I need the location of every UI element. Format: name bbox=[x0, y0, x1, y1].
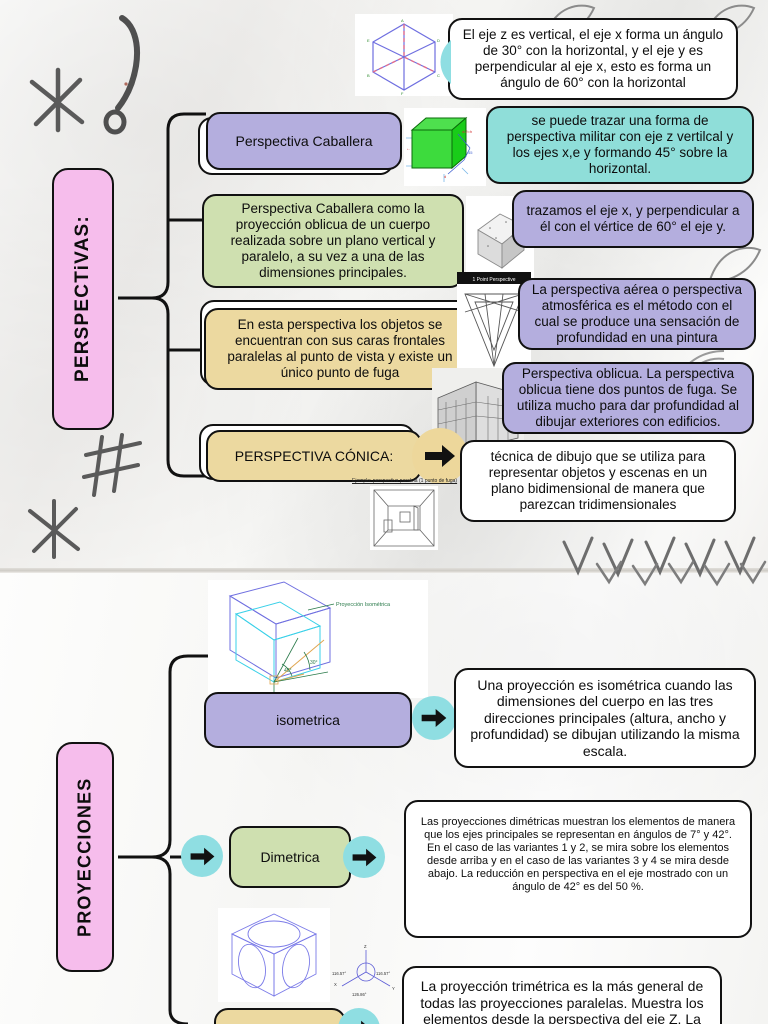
room-thumbnail-caption: Ejemplo: perspectiva paralela (1 punto d… bbox=[352, 478, 458, 484]
note-caras-frontales[interactable]: En esta perspectiva los objetos se encue… bbox=[204, 308, 476, 390]
green-cube-thumbnail: d/2=h 45 d ← bbox=[404, 108, 486, 186]
note-perspectiva-oblicua[interactable]: Perspectiva oblicua. La perspectiva obli… bbox=[502, 362, 754, 434]
arrow-badge-trimetrica[interactable] bbox=[338, 1008, 380, 1024]
node-perspectiva-conica[interactable]: PERSPECTIVA CÓNICA: bbox=[206, 430, 422, 482]
arrow-badge-conica[interactable] bbox=[412, 428, 468, 484]
svg-text:E: E bbox=[367, 38, 370, 43]
axis-angles-thumbnail: Z 116.57° 116.57° 126.86° X Y bbox=[330, 942, 402, 1000]
note-dimetrica-definicion[interactable]: Las proyecciones dimétricas muestran los… bbox=[404, 800, 752, 938]
node-trimetrica[interactable] bbox=[214, 1008, 346, 1024]
node-dimetrica[interactable]: Dimetrica bbox=[229, 826, 351, 888]
arrow-right-icon bbox=[352, 848, 376, 866]
note-caballera-definicion-text: Perspectiva Caballera como la proyección… bbox=[230, 201, 436, 280]
note-isometrica-definicion-text: Una proyección es isométrica cuando las … bbox=[470, 676, 740, 759]
arrow-right-icon bbox=[360, 1020, 366, 1024]
svg-text:D: D bbox=[437, 38, 440, 43]
svg-text:d/2=h: d/2=h bbox=[462, 129, 472, 134]
root-label-perspectivas: PERSPECTiVAS: bbox=[71, 215, 93, 383]
svg-text:30°: 30° bbox=[310, 660, 318, 666]
note-tecnica-dibujo[interactable]: técnica de dibujo que se utiliza para re… bbox=[460, 440, 736, 522]
note-perspectiva-militar[interactable]: se puede trazar una forma de perspectiva… bbox=[486, 106, 754, 184]
svg-text:Proyección Isométrica: Proyección Isométrica bbox=[336, 602, 391, 608]
svg-text:d: d bbox=[444, 174, 446, 179]
svg-text:A: A bbox=[401, 18, 404, 23]
room-perspective-thumbnail bbox=[370, 486, 438, 550]
isometric-projection-thumbnail: Proyección Isométrica 45° 30° bbox=[208, 580, 428, 698]
note-eje-z-text: El eje z es vertical, el eje x forma un … bbox=[462, 27, 724, 90]
page-seam-divider bbox=[0, 568, 768, 573]
node-perspectiva-caballera-label: Perspectiva Caballera bbox=[235, 132, 373, 149]
note-trazamos-eje-x-text: trazamos el eje x, y perpendicular a él … bbox=[526, 203, 740, 234]
root-node-proyecciones[interactable]: PROYECCIONES bbox=[56, 742, 114, 972]
dimetric-cube-thumbnail bbox=[218, 908, 330, 1002]
node-perspectiva-conica-label: PERSPECTIVA CÓNICA: bbox=[234, 447, 394, 464]
svg-text:X: X bbox=[334, 982, 337, 987]
arrow-badge-isometrica[interactable] bbox=[412, 696, 456, 740]
note-perspectiva-aerea[interactable]: La perspectiva aérea o perspectiva atmos… bbox=[518, 278, 756, 350]
svg-text:1 Point Perspective: 1 Point Perspective bbox=[472, 277, 515, 283]
note-perspectiva-oblicua-text: Perspectiva oblicua. La perspectiva obli… bbox=[516, 366, 740, 429]
one-point-perspective-thumbnail: 1 Point Perspective bbox=[457, 272, 531, 372]
svg-text:B: B bbox=[367, 73, 370, 78]
node-perspectiva-caballera[interactable]: Perspectiva Caballera bbox=[206, 112, 402, 170]
note-isometrica-definicion[interactable]: Una proyección es isométrica cuando las … bbox=[454, 668, 756, 768]
note-trazamos-eje-x[interactable]: trazamos el eje x, y perpendicular a él … bbox=[512, 190, 754, 248]
note-dimetrica-definicion-text: Las proyecciones dimétricas muestran los… bbox=[420, 816, 736, 893]
node-dimetrica-label: Dimetrica bbox=[260, 848, 320, 865]
node-isometrica-label: isometrica bbox=[276, 711, 340, 728]
svg-text:Z: Z bbox=[364, 944, 367, 949]
root-label-proyecciones: PROYECCIONES bbox=[74, 777, 95, 937]
note-caballera-definicion[interactable]: Perspectiva Caballera como la proyección… bbox=[202, 194, 464, 288]
root-node-perspectivas[interactable]: PERSPECTiVAS: bbox=[52, 168, 114, 430]
iso-hexagon-thumbnail: A D E C B F bbox=[355, 14, 453, 96]
note-trimetrica-definicion-text: La proyección trimétrica es la más gener… bbox=[420, 978, 704, 1024]
svg-text:45: 45 bbox=[468, 150, 473, 155]
arrow-right-icon bbox=[190, 847, 214, 865]
svg-text:116.57°: 116.57° bbox=[332, 971, 346, 976]
note-eje-z[interactable]: El eje z es vertical, el eje x forma un … bbox=[448, 18, 738, 100]
note-perspectiva-militar-text: se puede trazar una forma de perspectiva… bbox=[506, 113, 734, 176]
svg-text:C: C bbox=[437, 73, 440, 78]
node-isometrica[interactable]: isometrica bbox=[204, 692, 412, 748]
arrow-badge-dimetrica-right[interactable] bbox=[343, 836, 385, 878]
note-caras-frontales-text: En esta perspectiva los objetos se encue… bbox=[227, 317, 453, 380]
arrow-right-icon bbox=[425, 445, 455, 467]
svg-text:Y: Y bbox=[392, 986, 395, 991]
note-perspectiva-aerea-text: La perspectiva aérea o perspectiva atmos… bbox=[531, 282, 743, 345]
note-tecnica-dibujo-text: técnica de dibujo que se utiliza para re… bbox=[488, 449, 708, 512]
svg-text:116.57°: 116.57° bbox=[376, 971, 390, 976]
svg-text:45°: 45° bbox=[284, 668, 292, 674]
note-trimetrica-definicion[interactable]: La proyección trimétrica es la más gener… bbox=[402, 966, 722, 1024]
arrow-right-icon bbox=[421, 708, 447, 728]
svg-text:←: ← bbox=[406, 146, 411, 152]
svg-text:126.86°: 126.86° bbox=[352, 992, 367, 997]
arrow-badge-dimetrica-left[interactable] bbox=[181, 835, 223, 877]
svg-text:F: F bbox=[401, 91, 404, 96]
